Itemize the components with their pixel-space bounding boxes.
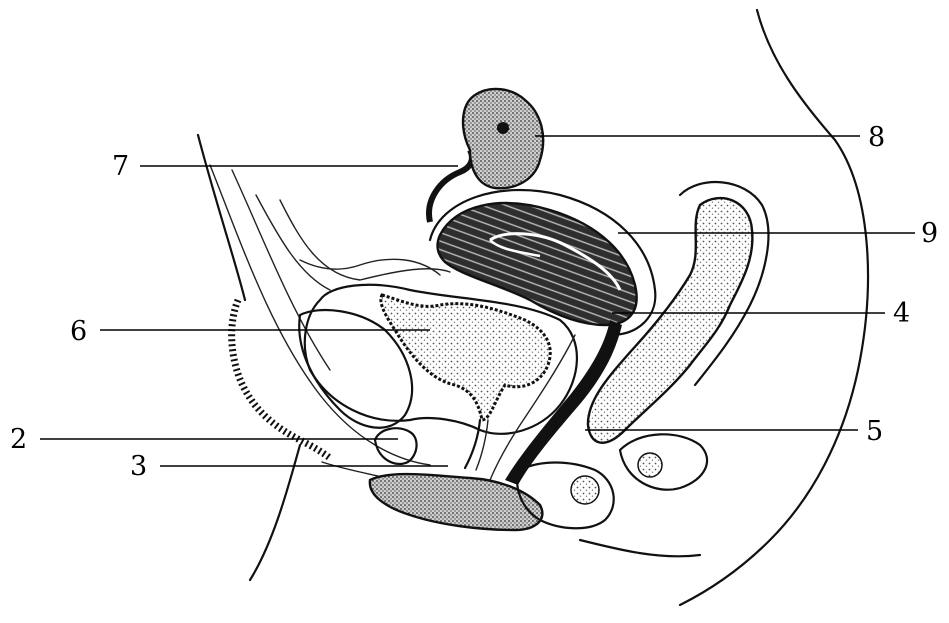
label-5: 5 (866, 416, 883, 447)
leader-lines (40, 136, 915, 466)
label-2: 2 (10, 424, 27, 455)
label-9: 9 (921, 218, 938, 249)
label-8: 8 (868, 122, 885, 153)
label-6: 6 (70, 316, 87, 347)
label-3: 3 (130, 451, 147, 482)
label-7: 7 (112, 151, 129, 182)
tube-ovary (429, 89, 543, 222)
label-4: 4 (893, 298, 910, 329)
